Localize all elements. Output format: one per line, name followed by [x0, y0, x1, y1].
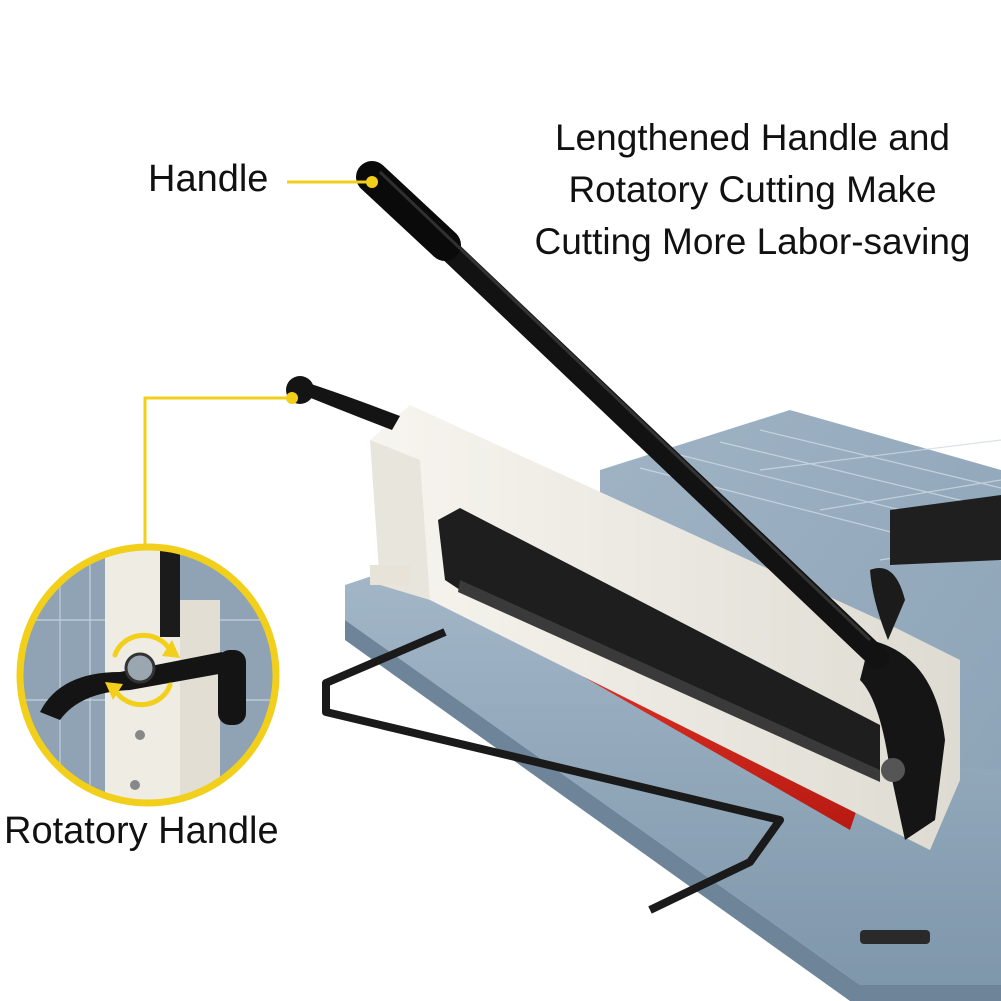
rotatory-handle-label: Rotatory Handle — [4, 810, 279, 852]
headline-line-3: Cutting More Labor-saving — [534, 221, 971, 262]
rotatory-lever — [286, 376, 400, 430]
callout-lines — [143, 176, 378, 548]
zoom-detail-circle — [16, 543, 280, 807]
blade-arm — [860, 568, 945, 840]
long-handle — [356, 161, 889, 669]
headline-line-2: Rotatory Cutting Make — [568, 169, 937, 210]
base-plate — [345, 560, 1001, 1001]
paper-guide-rail — [322, 628, 784, 914]
rotate-arrows-icon — [105, 632, 180, 708]
headline: Lengthened Handle and Rotatory Cutting M… — [505, 112, 1000, 268]
blade — [438, 508, 880, 780]
headline-line-1: Lengthened Handle and — [554, 117, 951, 158]
handle-label: Handle — [148, 158, 269, 200]
